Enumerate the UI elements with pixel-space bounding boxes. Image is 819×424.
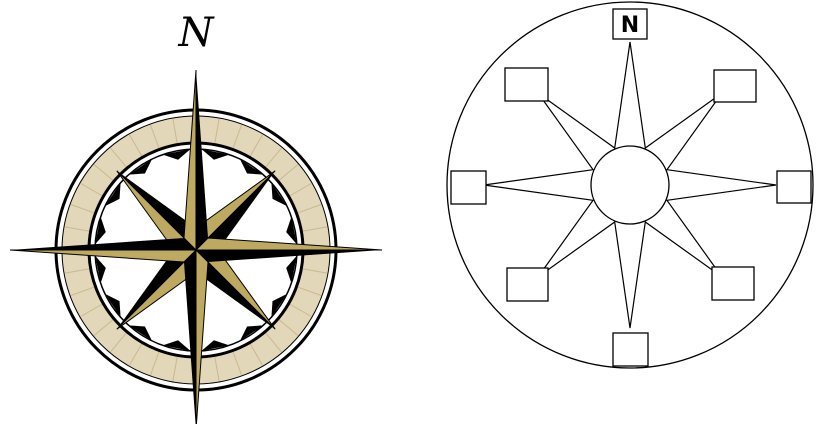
- ring-scallop: [286, 255, 297, 284]
- ring-divider: [64, 226, 90, 232]
- ring-divider: [80, 303, 103, 317]
- decorative-compass-rose: N: [9, 10, 383, 424]
- ring-divider: [278, 319, 299, 336]
- direction-box-e[interactable]: [776, 170, 812, 204]
- direction-box-ne[interactable]: [713, 69, 757, 103]
- ring-divider: [93, 164, 114, 181]
- ring-divider: [278, 164, 299, 181]
- ring-divider: [232, 351, 242, 376]
- ring-scallop: [271, 182, 287, 207]
- point-e-dark-half: [196, 250, 382, 262]
- ring-divider: [64, 268, 90, 274]
- point-sw-dark-half: [116, 250, 196, 330]
- ring-divider: [214, 356, 220, 382]
- direction-box-w[interactable]: [450, 170, 487, 205]
- ring-divider: [302, 268, 328, 274]
- ring-divider: [214, 118, 220, 144]
- ring-scallop: [162, 340, 191, 351]
- ring-scallop: [105, 293, 121, 318]
- ring-divider: [289, 183, 312, 197]
- direction-box-se[interactable]: [711, 266, 755, 301]
- ring-divider: [70, 286, 95, 296]
- north-label-decorative: N: [178, 10, 216, 56]
- direction-box-n-label: N: [621, 13, 639, 38]
- ring-scallop: [128, 325, 153, 341]
- ring-divider: [129, 134, 143, 157]
- ring-scallop: [271, 293, 287, 318]
- ring-scallop: [239, 325, 264, 341]
- ring-scallop: [95, 255, 106, 284]
- point-n-dark-half: [196, 70, 208, 250]
- ring-divider: [297, 204, 322, 214]
- blank-compass: N: [446, 1, 814, 369]
- ring-divider: [150, 124, 160, 149]
- ring-divider: [172, 356, 178, 382]
- ring-divider: [297, 286, 322, 296]
- ring-divider: [265, 147, 282, 168]
- ring-divider: [150, 351, 160, 376]
- ring-divider: [289, 303, 312, 317]
- point-s-dark-half: [184, 250, 196, 424]
- direction-box-sw[interactable]: [506, 267, 549, 302]
- ring-scallop: [201, 149, 230, 160]
- ring-divider: [110, 332, 127, 353]
- blank-compass-center-circle: [590, 145, 670, 225]
- direction-box-n[interactable]: [612, 8, 648, 40]
- point-ne-dark-half: [196, 170, 276, 250]
- ring-scallop: [162, 149, 191, 160]
- cardinal-points: [9, 69, 383, 424]
- ring-divider: [249, 343, 263, 366]
- ring-divider: [232, 124, 242, 149]
- point-se-dark-half: [196, 250, 276, 330]
- ring-divider: [249, 134, 263, 157]
- inner-scallops: [95, 149, 297, 351]
- ring-divider: [93, 319, 114, 336]
- ring-scallop: [105, 182, 121, 207]
- direction-box-s[interactable]: [612, 332, 649, 367]
- ring-divider: [172, 118, 178, 144]
- ring-scallop: [286, 216, 297, 245]
- point-nw-dark-half: [116, 170, 196, 250]
- diagonal-points: [116, 170, 276, 330]
- ring-divider: [265, 332, 282, 353]
- ring-divider: [302, 226, 328, 232]
- ring-scallop: [95, 216, 106, 245]
- ring-divider: [129, 343, 143, 366]
- ring-divider: [110, 147, 127, 168]
- ring-scallop: [201, 340, 230, 351]
- ring-divider: [70, 204, 95, 214]
- ring-scallop: [128, 159, 153, 175]
- ring-divider: [80, 183, 103, 197]
- ring-scallop: [239, 159, 264, 175]
- direction-box-nw[interactable]: [504, 67, 549, 102]
- direction-boxes: N: [450, 8, 812, 367]
- point-w-dark-half: [10, 238, 196, 250]
